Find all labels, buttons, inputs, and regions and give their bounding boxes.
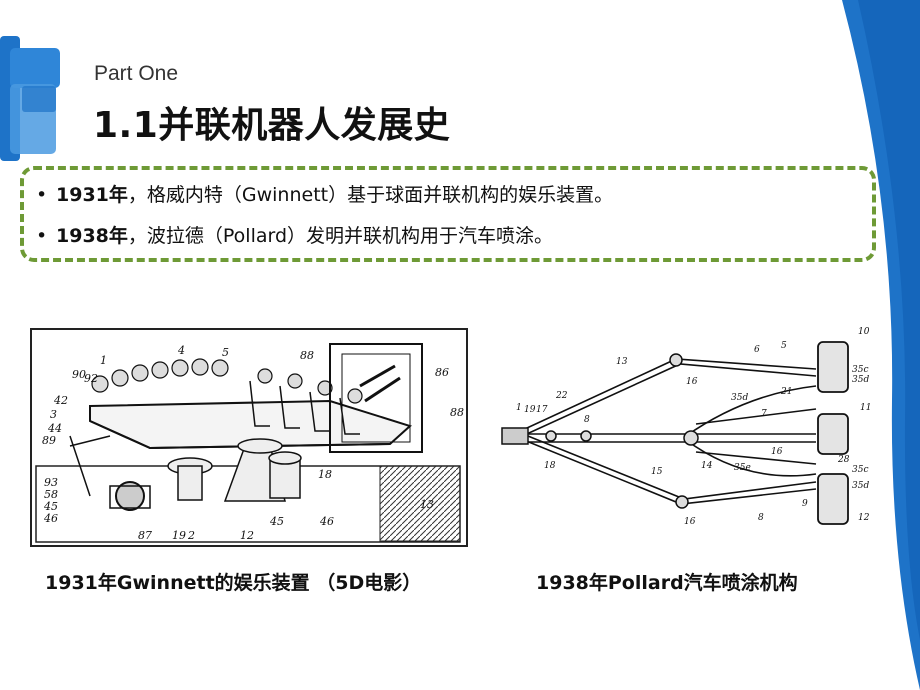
bullet-item-1931: • 1931年，格威内特（Gwinnett）基于球面并联机构的娱乐装置。 (36, 180, 613, 207)
bullet-year: 1931年 (56, 184, 128, 206)
svg-text:90: 90 (72, 368, 86, 381)
svg-text:2: 2 (187, 529, 195, 542)
svg-text:10: 10 (858, 327, 870, 337)
svg-text:28: 28 (837, 455, 850, 465)
svg-text:15: 15 (651, 467, 663, 477)
svg-text:45: 45 (269, 515, 284, 528)
right-decor-shape (842, 0, 920, 690)
caption-pollard: 1938年Pollard汽车喷涂机构 (536, 572, 798, 594)
svg-text:16: 16 (686, 377, 698, 387)
svg-text:9: 9 (802, 499, 808, 509)
svg-text:5: 5 (222, 346, 229, 359)
bullet-text: ，格威内特（Gwinnett）基于球面并联机构的娱乐装置。 (127, 184, 614, 206)
svg-text:19: 19 (172, 529, 186, 542)
svg-text:12: 12 (858, 513, 870, 523)
svg-text:35d: 35d (852, 375, 869, 385)
svg-text:18: 18 (544, 461, 556, 471)
svg-text:18: 18 (318, 468, 332, 481)
svg-text:13: 13 (420, 498, 434, 511)
svg-text:87: 87 (138, 529, 152, 542)
svg-text:8: 8 (584, 415, 590, 425)
bullet-year: 1938年 (56, 225, 128, 247)
svg-text:46: 46 (43, 512, 58, 525)
caption-gwinnett: 1931年Gwinnett的娱乐装置 （5D电影） (45, 572, 422, 594)
svg-text:7: 7 (761, 409, 767, 419)
svg-text:16: 16 (771, 447, 783, 457)
svg-text:86: 86 (435, 366, 449, 379)
part-label: Part One (94, 62, 179, 85)
svg-text:88: 88 (450, 406, 464, 419)
svg-text:13: 13 (616, 357, 628, 367)
svg-text:35d: 35d (852, 481, 869, 491)
bullet-text: ，波拉德（Pollard）发明并联机构用于汽车喷涂。 (127, 225, 554, 247)
svg-text:6: 6 (754, 345, 760, 355)
svg-text:12: 12 (240, 529, 254, 542)
svg-text:89: 89 (42, 434, 56, 447)
bullet-item-1938: • 1938年，波拉德（Pollard）发明并联机构用于汽车喷涂。 (36, 221, 553, 248)
svg-text:93: 93 (44, 476, 58, 489)
svg-text:1: 1 (100, 354, 107, 367)
svg-text:1: 1 (516, 403, 522, 413)
svg-text:35d: 35d (731, 393, 748, 403)
svg-text:16: 16 (684, 517, 696, 527)
bullet-dot: • (36, 225, 48, 247)
svg-text:88: 88 (300, 349, 314, 362)
svg-text:21: 21 (780, 387, 792, 397)
svg-text:46: 46 (319, 515, 334, 528)
bullet-dot: • (36, 184, 48, 206)
left-decor-squares (0, 36, 60, 161)
svg-text:45: 45 (43, 500, 58, 513)
svg-text:22: 22 (555, 391, 568, 401)
bullet-box (20, 166, 876, 262)
slide-title: 1.1并联机器人发展史 (93, 105, 451, 146)
svg-text:58: 58 (44, 488, 58, 501)
svg-text:4: 4 (177, 344, 185, 357)
svg-text:35e: 35e (734, 463, 751, 473)
svg-text:42: 42 (53, 394, 68, 407)
svg-text:5: 5 (781, 341, 787, 351)
svg-text:14: 14 (701, 461, 713, 471)
svg-text:8: 8 (758, 513, 764, 523)
svg-text:44: 44 (47, 422, 62, 435)
svg-text:17: 17 (536, 405, 548, 415)
svg-text:35c: 35c (852, 465, 869, 475)
svg-text:19: 19 (524, 405, 536, 415)
svg-text:3: 3 (50, 408, 57, 421)
svg-text:11: 11 (860, 403, 871, 413)
svg-text:35c: 35c (852, 365, 869, 375)
svg-text:92: 92 (84, 372, 98, 385)
